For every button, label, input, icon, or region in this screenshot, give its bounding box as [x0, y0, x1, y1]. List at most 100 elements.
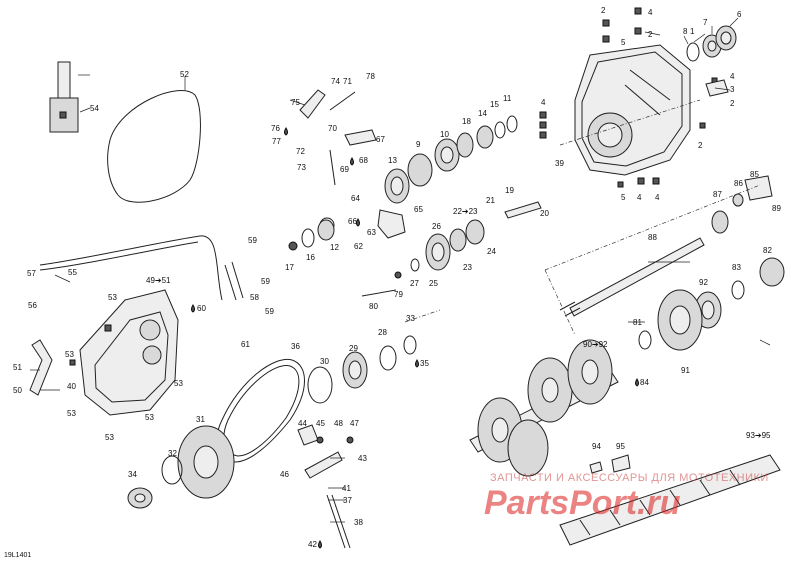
callout-31: 31 [196, 415, 205, 424]
chaincase-housing-part [69, 289, 179, 416]
callout-53d: 53 [67, 409, 76, 418]
callout-47: 47 [350, 419, 359, 428]
track-clips-part [559, 454, 781, 546]
callout-4b: 4 [730, 72, 735, 81]
callout-24: 24 [487, 247, 496, 256]
callout-27: 27 [410, 279, 419, 288]
callout-15: 15 [490, 100, 499, 109]
callout-30: 30 [320, 357, 329, 366]
callout-83: 83 [732, 263, 741, 272]
callout-58: 58 [250, 293, 259, 302]
callout-95: 95 [616, 442, 625, 451]
callout-62: 62 [354, 242, 363, 251]
callout-32: 32 [168, 449, 177, 458]
callout-89: 89 [772, 204, 781, 213]
callout-88: 88 [648, 233, 657, 242]
callout-61: 61 [241, 340, 250, 349]
callout-18: 18 [462, 117, 471, 126]
callout-4d: 4 [655, 193, 660, 202]
callout-48: 48 [334, 419, 343, 428]
callout-57: 57 [27, 269, 36, 278]
callout-14: 14 [478, 109, 487, 118]
callout-80: 80 [369, 302, 378, 311]
callout-11: 11 [503, 94, 512, 103]
callout-8: 8 [683, 27, 688, 36]
callout-25: 25 [429, 279, 438, 288]
callout-59c: 59 [265, 307, 274, 316]
track-drive-axle-part [469, 339, 619, 477]
callout-67: 67 [376, 135, 385, 144]
callout-49: 49➔51 [146, 276, 171, 285]
callout-90: 90➔92 [583, 340, 608, 349]
callout-45: 45 [316, 419, 325, 428]
callout-77: 77 [272, 137, 281, 146]
callout-23: 23 [463, 263, 472, 272]
callout-39: 39 [555, 159, 564, 168]
callout-42: 42 [308, 540, 317, 549]
callout-84: 84 [640, 378, 649, 387]
callout-2b: 2 [648, 30, 653, 39]
callout-44: 44 [298, 419, 307, 428]
callout-34: 34 [128, 470, 137, 479]
shaft-part [361, 201, 542, 297]
callout-26: 26 [432, 222, 441, 231]
callout-55: 55 [68, 268, 77, 277]
callout-19: 19 [505, 186, 514, 195]
callout-46: 46 [280, 470, 289, 479]
oil-bottle-part [49, 61, 79, 133]
callout-5a: 5 [621, 38, 626, 47]
callout-4a: 4 [648, 8, 653, 17]
callout-59a: 59 [248, 236, 257, 245]
callout-56: 56 [28, 301, 37, 310]
callout-79: 79 [394, 290, 403, 299]
oil-drop-icons [191, 127, 639, 549]
callout-2d: 2 [698, 141, 703, 150]
callout-53b: 53 [65, 350, 74, 359]
callout-3: 3 [730, 85, 735, 94]
callout-51: 51 [13, 363, 22, 372]
callout-10: 10 [440, 130, 449, 139]
callout-60: 60 [197, 304, 206, 313]
callout-53c: 53 [174, 379, 183, 388]
bearing-part [686, 25, 737, 62]
callout-53e: 53 [145, 413, 154, 422]
callout-41: 41 [342, 484, 351, 493]
callout-72: 72 [296, 147, 305, 156]
callout-1: 1 [690, 27, 695, 36]
callout-73: 73 [297, 163, 306, 172]
callout-7: 7 [703, 18, 708, 27]
document-id: 19L1401 [4, 552, 32, 559]
sprocket-part [127, 335, 417, 509]
callout-78: 78 [366, 72, 375, 81]
callout-70: 70 [328, 124, 337, 133]
callout-4e: 4 [637, 193, 642, 202]
callout-68: 68 [359, 156, 368, 165]
callout-36: 36 [291, 342, 300, 351]
callout-71: 71 [343, 77, 352, 86]
callout-74: 74 [331, 77, 340, 86]
callout-13: 13 [388, 156, 397, 165]
callout-40: 40 [67, 382, 76, 391]
chaincase-cover-part [574, 44, 691, 176]
callout-28: 28 [378, 328, 387, 337]
callout-37: 37 [343, 496, 352, 505]
callout-76: 76 [271, 124, 280, 133]
callout-86: 86 [734, 179, 743, 188]
callout-92: 92 [699, 278, 708, 287]
callout-16: 16 [306, 253, 315, 262]
callout-81: 81 [633, 318, 642, 327]
callout-85: 85 [750, 170, 759, 179]
callout-4c: 4 [541, 98, 546, 107]
callout-59b: 59 [261, 277, 270, 286]
callout-87: 87 [713, 190, 722, 199]
callout-65: 65 [414, 205, 423, 214]
callout-12: 12 [330, 243, 339, 252]
callout-94: 94 [592, 442, 601, 451]
callout-82: 82 [763, 246, 772, 255]
shift-linkage-part [288, 89, 406, 251]
drive-shaft-part [559, 175, 785, 351]
gear-set-upper [384, 115, 518, 204]
callout-29: 29 [349, 344, 358, 353]
callout-2c: 2 [730, 99, 735, 108]
